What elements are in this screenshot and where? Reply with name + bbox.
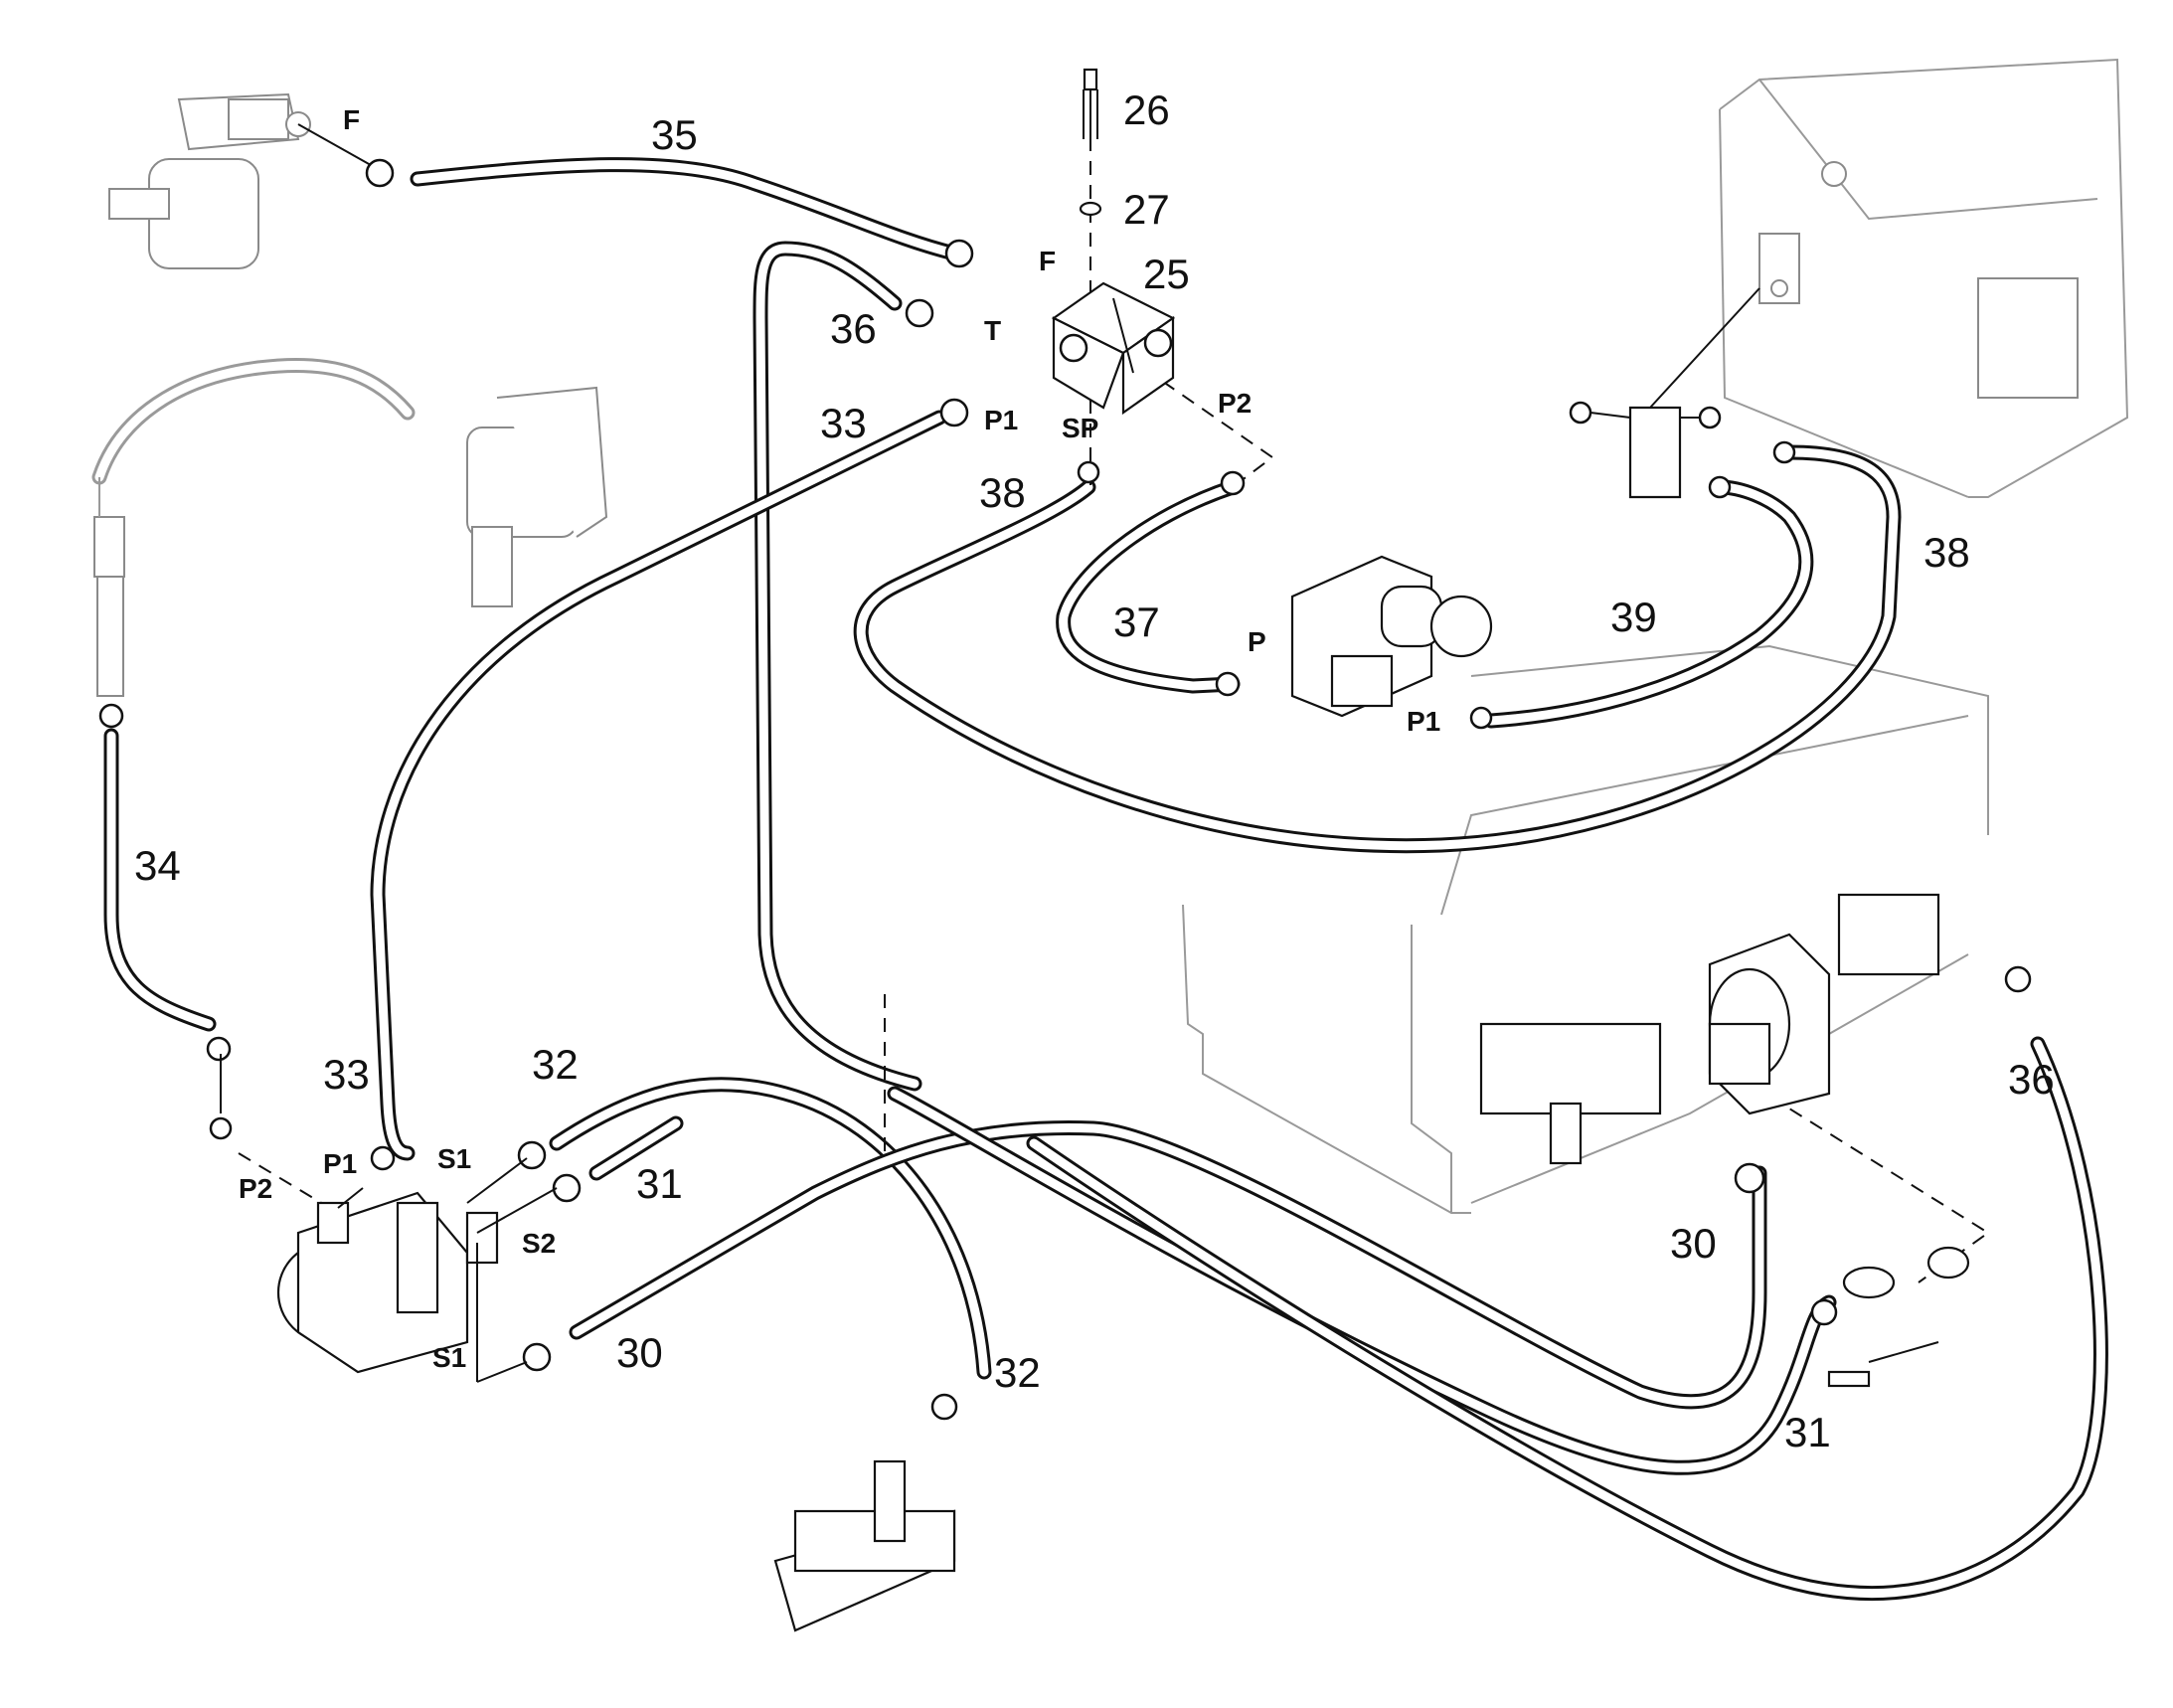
callout-35: 35	[651, 111, 698, 158]
hose-37	[1056, 479, 1241, 694]
port-p1-pump: P1	[323, 1148, 357, 1179]
hose-31-lower	[887, 1086, 1837, 1475]
callout-33-lower: 33	[323, 1051, 370, 1098]
port-t-block: T	[984, 315, 1001, 346]
callout-32-lower: 32	[994, 1349, 1041, 1396]
hose-39	[1483, 479, 1814, 729]
callout-37: 37	[1113, 598, 1160, 645]
callout-38-right: 38	[1923, 529, 1970, 576]
bottom-manifold	[773, 1459, 956, 1632]
callout-34: 34	[134, 842, 181, 889]
bulkhead-plate	[1569, 287, 1760, 499]
hose-38	[853, 444, 1902, 854]
hose-35	[410, 157, 962, 261]
dashed-leaders	[238, 89, 1990, 1283]
port-p1-block: P1	[984, 405, 1018, 435]
valve-block-25	[1051, 281, 1176, 416]
port-leaders	[220, 297, 1134, 1383]
auxiliary-pump-ghost	[466, 386, 608, 607]
port-f-filter: F	[343, 104, 360, 135]
callout-38: 38	[979, 469, 1026, 516]
callout-26: 26	[1123, 86, 1170, 133]
callout-39: 39	[1610, 594, 1657, 640]
port-s1-pump-bottom: S1	[432, 1342, 466, 1373]
hose-36-upper	[752, 241, 922, 1092]
callout-32: 32	[532, 1041, 579, 1088]
hose-31-upper	[588, 1115, 684, 1181]
callout-30-right: 30	[1670, 1220, 1717, 1267]
port-sp-block: SP	[1062, 413, 1098, 443]
hose-30	[569, 1119, 1767, 1410]
port-p1-valve: P1	[1407, 706, 1440, 737]
steering-valve	[1290, 555, 1493, 718]
hose-32	[549, 1077, 992, 1380]
callout-27: 27	[1123, 186, 1170, 233]
inline-check-valve	[93, 477, 125, 697]
callout-36-right: 36	[2008, 1056, 2055, 1103]
hose-36-right	[1026, 1036, 2108, 1602]
ghost-hose	[91, 358, 416, 485]
port-p2-pump: P2	[239, 1173, 272, 1204]
washer-27	[1079, 201, 1102, 217]
hose-34	[103, 728, 217, 1032]
flange-clamp	[1827, 1246, 1970, 1388]
port-f-block: F	[1039, 246, 1056, 276]
filter-assembly	[108, 92, 311, 269]
callout-36: 36	[830, 305, 877, 352]
callout-30: 30	[616, 1329, 663, 1376]
port-p2-block: P2	[1218, 388, 1252, 419]
hose-fittings	[98, 158, 2032, 1421]
hydraulic-pump-main	[276, 1191, 499, 1374]
callout-33: 33	[820, 400, 867, 446]
bolt-26	[1083, 68, 1098, 139]
port-s1-pump-top: S1	[437, 1143, 471, 1174]
callout-31-lower: 31	[1784, 1409, 1831, 1455]
filter-leader	[297, 123, 379, 170]
tank-housing-outline	[1182, 58, 2129, 1214]
port-p-valve: P	[1248, 626, 1266, 657]
port-s2-pump: S2	[522, 1228, 556, 1259]
callout-25: 25	[1143, 251, 1190, 297]
callout-31: 31	[636, 1160, 683, 1207]
hose-33	[370, 410, 947, 1161]
charge-pump-right	[1479, 893, 1940, 1165]
